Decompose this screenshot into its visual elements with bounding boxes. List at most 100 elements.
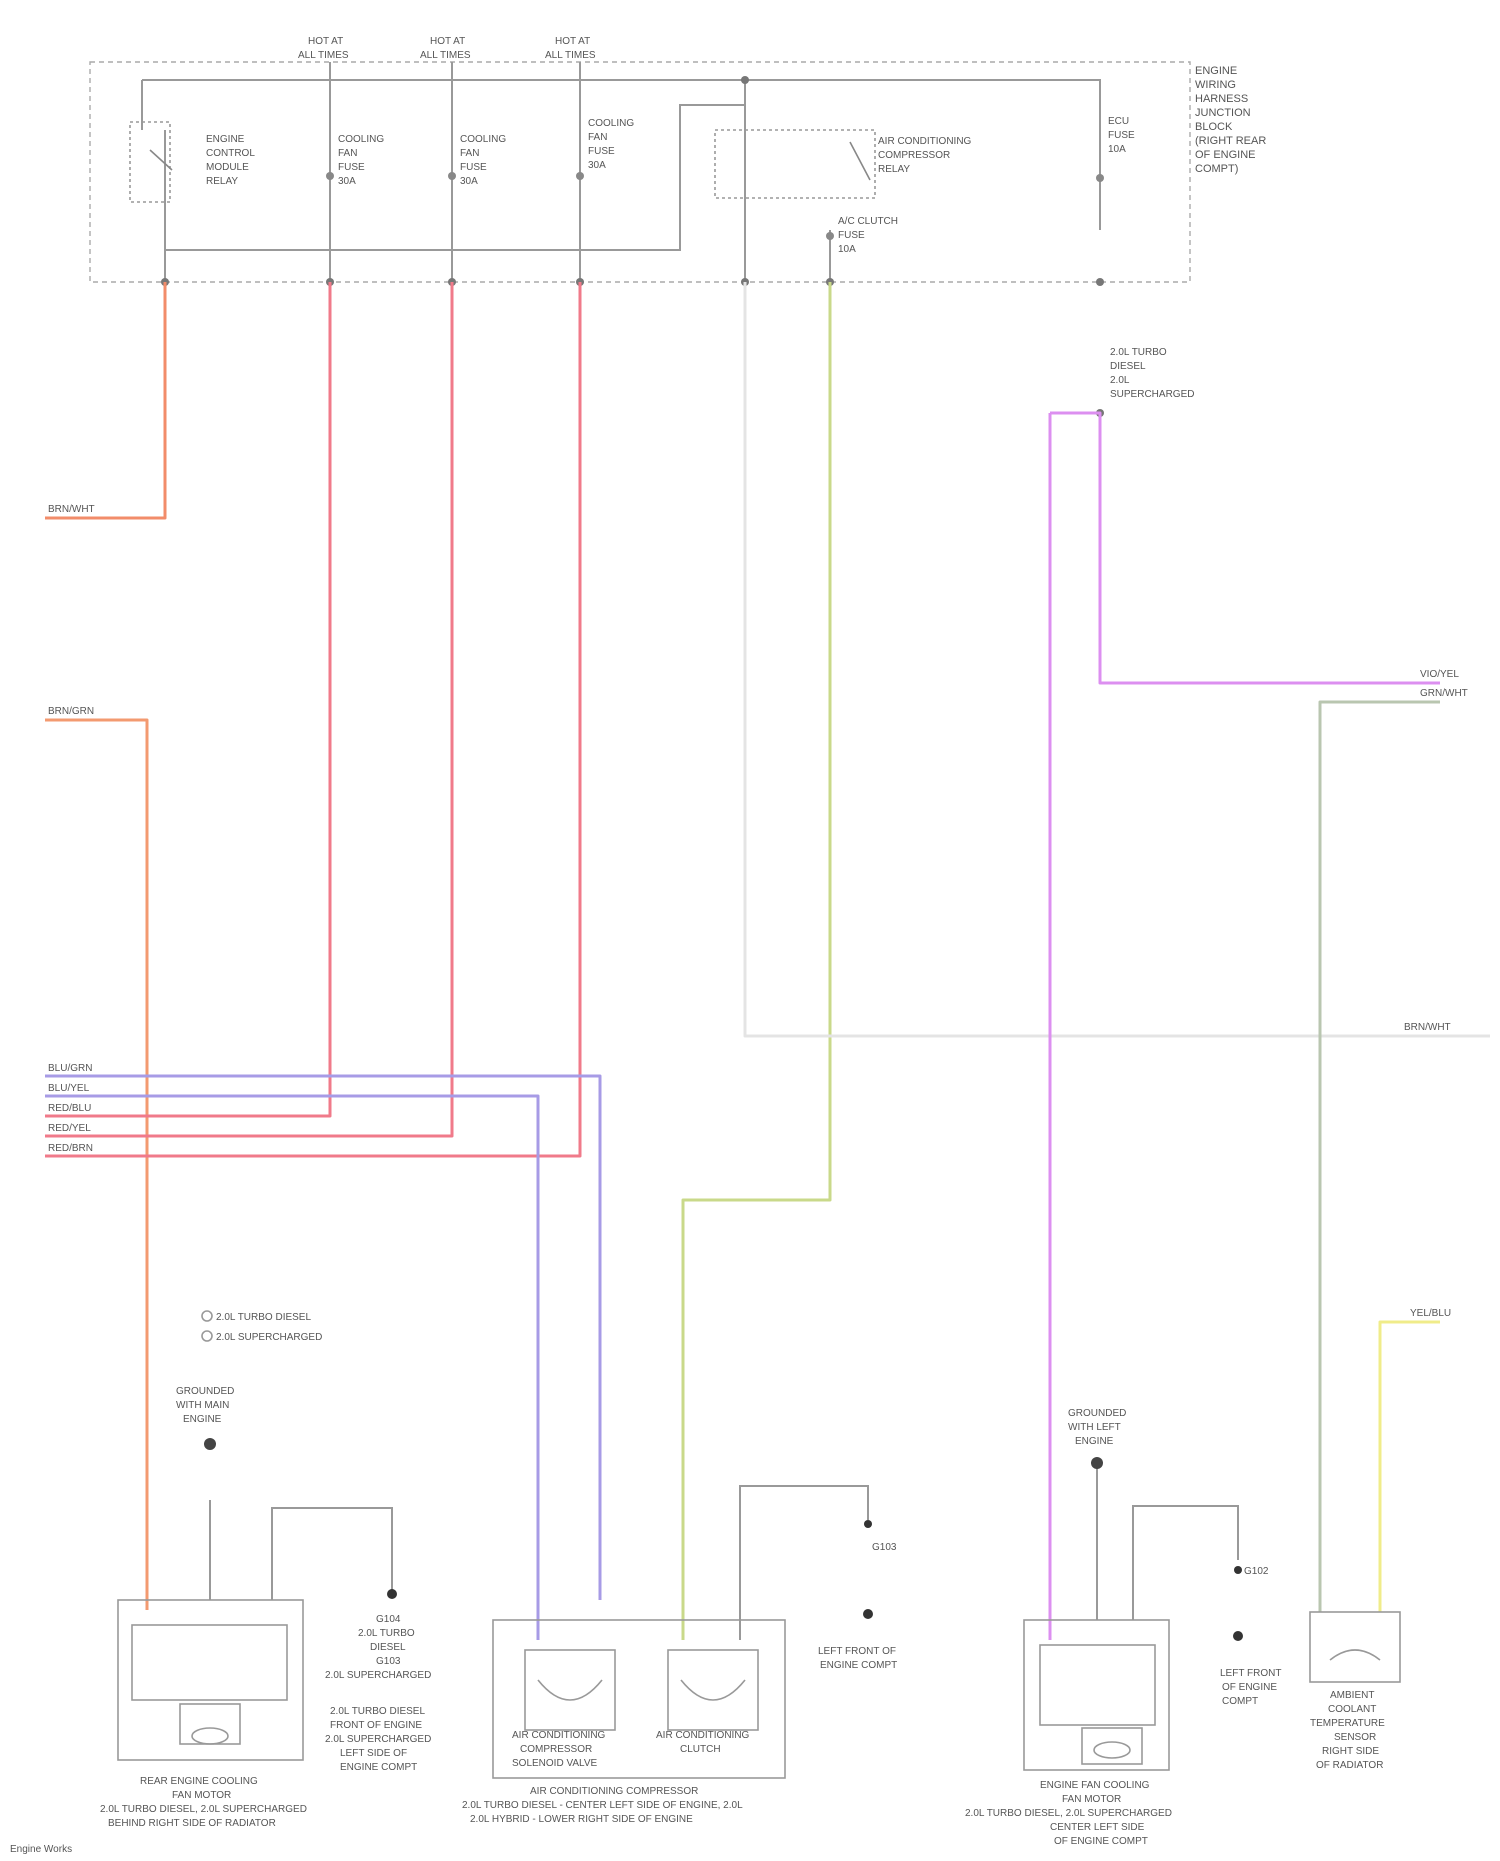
svg-text:ENGINE COMPT: ENGINE COMPT bbox=[820, 1660, 897, 1671]
svg-text:CONTROL: CONTROL bbox=[206, 148, 255, 159]
svg-text:OF ENGINE COMPT: OF ENGINE COMPT bbox=[1054, 1836, 1148, 1847]
legend: 2.0L TURBO DIESEL 2.0L SUPERCHARGED bbox=[202, 1311, 322, 1343]
svg-text:2.0L SUPERCHARGED: 2.0L SUPERCHARGED bbox=[325, 1734, 431, 1745]
ground-wire bbox=[740, 1486, 868, 1640]
svg-text:AIR CONDITIONING: AIR CONDITIONING bbox=[656, 1730, 750, 1741]
wire-brn-wht bbox=[45, 282, 165, 518]
cooling-fan-fuse: COOLING FAN FUSE 30A bbox=[448, 134, 506, 187]
svg-text:ALL TIMES: ALL TIMES bbox=[545, 50, 596, 61]
svg-text:LEFT SIDE OF: LEFT SIDE OF bbox=[340, 1748, 407, 1759]
svg-text:FUSE: FUSE bbox=[1108, 130, 1135, 141]
svg-text:TEMPERATURE: TEMPERATURE bbox=[1310, 1718, 1385, 1729]
svg-text:HOT AT: HOT AT bbox=[430, 36, 465, 47]
svg-text:2.0L TURBO DIESEL, 2.0L SUPERC: 2.0L TURBO DIESEL, 2.0L SUPERCHARGED bbox=[100, 1804, 307, 1815]
svg-text:FAN: FAN bbox=[338, 148, 357, 159]
svg-text:FAN MOTOR: FAN MOTOR bbox=[172, 1790, 231, 1801]
ground-wire bbox=[1133, 1506, 1238, 1620]
svg-text:2.0L TURBO: 2.0L TURBO bbox=[1110, 347, 1167, 358]
svg-text:G104: G104 bbox=[376, 1614, 401, 1625]
svg-text:DIESEL: DIESEL bbox=[1110, 361, 1146, 372]
ground-label: GROUNDED WITH MAIN ENGINE bbox=[176, 1386, 234, 1450]
cooling-fan-fuse: COOLING FAN FUSE 30A bbox=[326, 134, 384, 187]
cooling-fan-fuse: COOLING FAN FUSE 30A bbox=[576, 118, 634, 180]
wire-label: YEL/BLU bbox=[1410, 1308, 1451, 1319]
junction-title-line: COMPT) bbox=[1195, 163, 1238, 175]
wire-label: BLU/YEL bbox=[48, 1083, 90, 1094]
wire-red-yel bbox=[45, 282, 452, 1136]
svg-text:FUSE: FUSE bbox=[838, 230, 865, 241]
svg-text:SOLENOID VALVE: SOLENOID VALVE bbox=[512, 1758, 598, 1769]
wire-label: BRN/GRN bbox=[48, 706, 94, 717]
svg-text:ALL TIMES: ALL TIMES bbox=[298, 50, 349, 61]
svg-text:HOT AT: HOT AT bbox=[308, 36, 343, 47]
svg-text:COOLING: COOLING bbox=[588, 118, 634, 129]
junction-title-line: OF ENGINE bbox=[1195, 149, 1256, 161]
right-connections: VIO/YEL GRN/WHT BRN/WHT YEL/BLU bbox=[1404, 669, 1468, 1319]
junction-title-line: ENGINE bbox=[1195, 65, 1237, 77]
svg-text:FAN: FAN bbox=[588, 132, 607, 143]
wire-red-blu bbox=[45, 282, 330, 1116]
supply-label: HOT AT ALL TIMES bbox=[298, 36, 349, 61]
svg-text:2.0L TURBO DIESEL, 2.0L SUPERC: 2.0L TURBO DIESEL, 2.0L SUPERCHARGED bbox=[965, 1808, 1172, 1819]
wire-brn-grn bbox=[45, 720, 147, 1610]
junction-title-line: BLOCK bbox=[1195, 121, 1233, 133]
engine-fan-cooling-fan-motor: ENGINE FAN COOLING FAN MOTOR 2.0L TURBO … bbox=[965, 1620, 1172, 1847]
wire-label: VIO/YEL bbox=[1420, 669, 1459, 680]
svg-text:ENGINE FAN COOLING: ENGINE FAN COOLING bbox=[1040, 1780, 1150, 1791]
svg-text:FAN: FAN bbox=[460, 148, 479, 159]
ecu-fuse: ECU FUSE 10A bbox=[1096, 116, 1135, 182]
svg-text:ENGINE COMPT: ENGINE COMPT bbox=[340, 1762, 417, 1773]
svg-text:FAN MOTOR: FAN MOTOR bbox=[1062, 1794, 1121, 1805]
svg-text:A/C CLUTCH: A/C CLUTCH bbox=[838, 216, 898, 227]
svg-text:COMPRESSOR: COMPRESSOR bbox=[878, 150, 950, 161]
wire-label: RED/BLU bbox=[48, 1103, 91, 1114]
watermark-text: Engine Works bbox=[10, 1844, 72, 1855]
svg-text:ECU: ECU bbox=[1108, 116, 1129, 127]
wire-label: RED/BRN bbox=[48, 1143, 93, 1154]
svg-text:WITH MAIN: WITH MAIN bbox=[176, 1400, 229, 1411]
svg-text:30A: 30A bbox=[588, 160, 606, 171]
svg-text:DIESEL: DIESEL bbox=[370, 1642, 406, 1653]
svg-text:AIR CONDITIONING: AIR CONDITIONING bbox=[512, 1730, 606, 1741]
svg-text:REAR ENGINE COOLING: REAR ENGINE COOLING bbox=[140, 1776, 258, 1787]
svg-text:2.0L TURBO DIESEL: 2.0L TURBO DIESEL bbox=[216, 1312, 311, 1323]
svg-text:LEFT FRONT OF: LEFT FRONT OF bbox=[818, 1646, 896, 1657]
svg-text:COOLING: COOLING bbox=[338, 134, 384, 145]
svg-text:2.0L SUPERCHARGED: 2.0L SUPERCHARGED bbox=[325, 1670, 431, 1681]
svg-text:30A: 30A bbox=[338, 176, 356, 187]
air-conditioning-compressor: AIR CONDITIONING COMPRESSOR SOLENOID VAL… bbox=[462, 1620, 785, 1825]
svg-text:ALL TIMES: ALL TIMES bbox=[420, 50, 471, 61]
junction-title-line: JUNCTION bbox=[1195, 107, 1251, 119]
svg-text:COOLANT: COOLANT bbox=[1328, 1704, 1376, 1715]
svg-text:WITH LEFT: WITH LEFT bbox=[1068, 1422, 1121, 1433]
rear-engine-cooling-fan-motor: REAR ENGINE COOLING FAN MOTOR 2.0L TURBO… bbox=[100, 1600, 307, 1829]
svg-text:FRONT OF ENGINE: FRONT OF ENGINE bbox=[330, 1720, 422, 1731]
svg-text:FUSE: FUSE bbox=[338, 162, 365, 173]
wire-vio-yel bbox=[1050, 413, 1440, 683]
ambient-coolant-temperature-sensor: AMBIENT COOLANT TEMPERATURE SENSOR RIGHT… bbox=[1310, 1612, 1400, 1771]
svg-text:G102: G102 bbox=[1244, 1566, 1269, 1577]
ground-point: G104 2.0L TURBO DIESEL G103 2.0L SUPERCH… bbox=[325, 1589, 431, 1681]
svg-text:CLUTCH: CLUTCH bbox=[680, 1744, 721, 1755]
svg-text:10A: 10A bbox=[838, 244, 856, 255]
wire-label: BRN/WHT bbox=[1404, 1022, 1451, 1033]
svg-text:ENGINE: ENGINE bbox=[206, 134, 245, 145]
svg-text:MODULE: MODULE bbox=[206, 162, 249, 173]
svg-text:AIR CONDITIONING: AIR CONDITIONING bbox=[878, 136, 972, 147]
svg-text:COOLING: COOLING bbox=[460, 134, 506, 145]
connector-pins bbox=[161, 76, 1104, 286]
power-bus bbox=[142, 80, 1100, 230]
ground-point: 2.0L TURBO DIESEL FRONT OF ENGINE 2.0L S… bbox=[325, 1706, 431, 1773]
wire-label: GRN/WHT bbox=[1420, 688, 1468, 699]
svg-text:G103: G103 bbox=[872, 1542, 897, 1553]
wire-label: BRN/WHT bbox=[48, 504, 95, 515]
junction-block-title: ENGINE WIRING HARNESS JUNCTION BLOCK (RI… bbox=[1195, 65, 1266, 175]
svg-text:SUPERCHARGED: SUPERCHARGED bbox=[1110, 389, 1194, 400]
svg-text:FUSE: FUSE bbox=[588, 146, 615, 157]
ac-clutch: AIR CONDITIONING CLUTCH bbox=[656, 1650, 758, 1755]
svg-text:OF RADIATOR: OF RADIATOR bbox=[1316, 1760, 1383, 1771]
junction-title-line: (RIGHT REAR bbox=[1195, 135, 1266, 147]
svg-text:CENTER LEFT SIDE: CENTER LEFT SIDE bbox=[1050, 1822, 1145, 1833]
supply-label: HOT AT ALL TIMES bbox=[545, 36, 596, 61]
